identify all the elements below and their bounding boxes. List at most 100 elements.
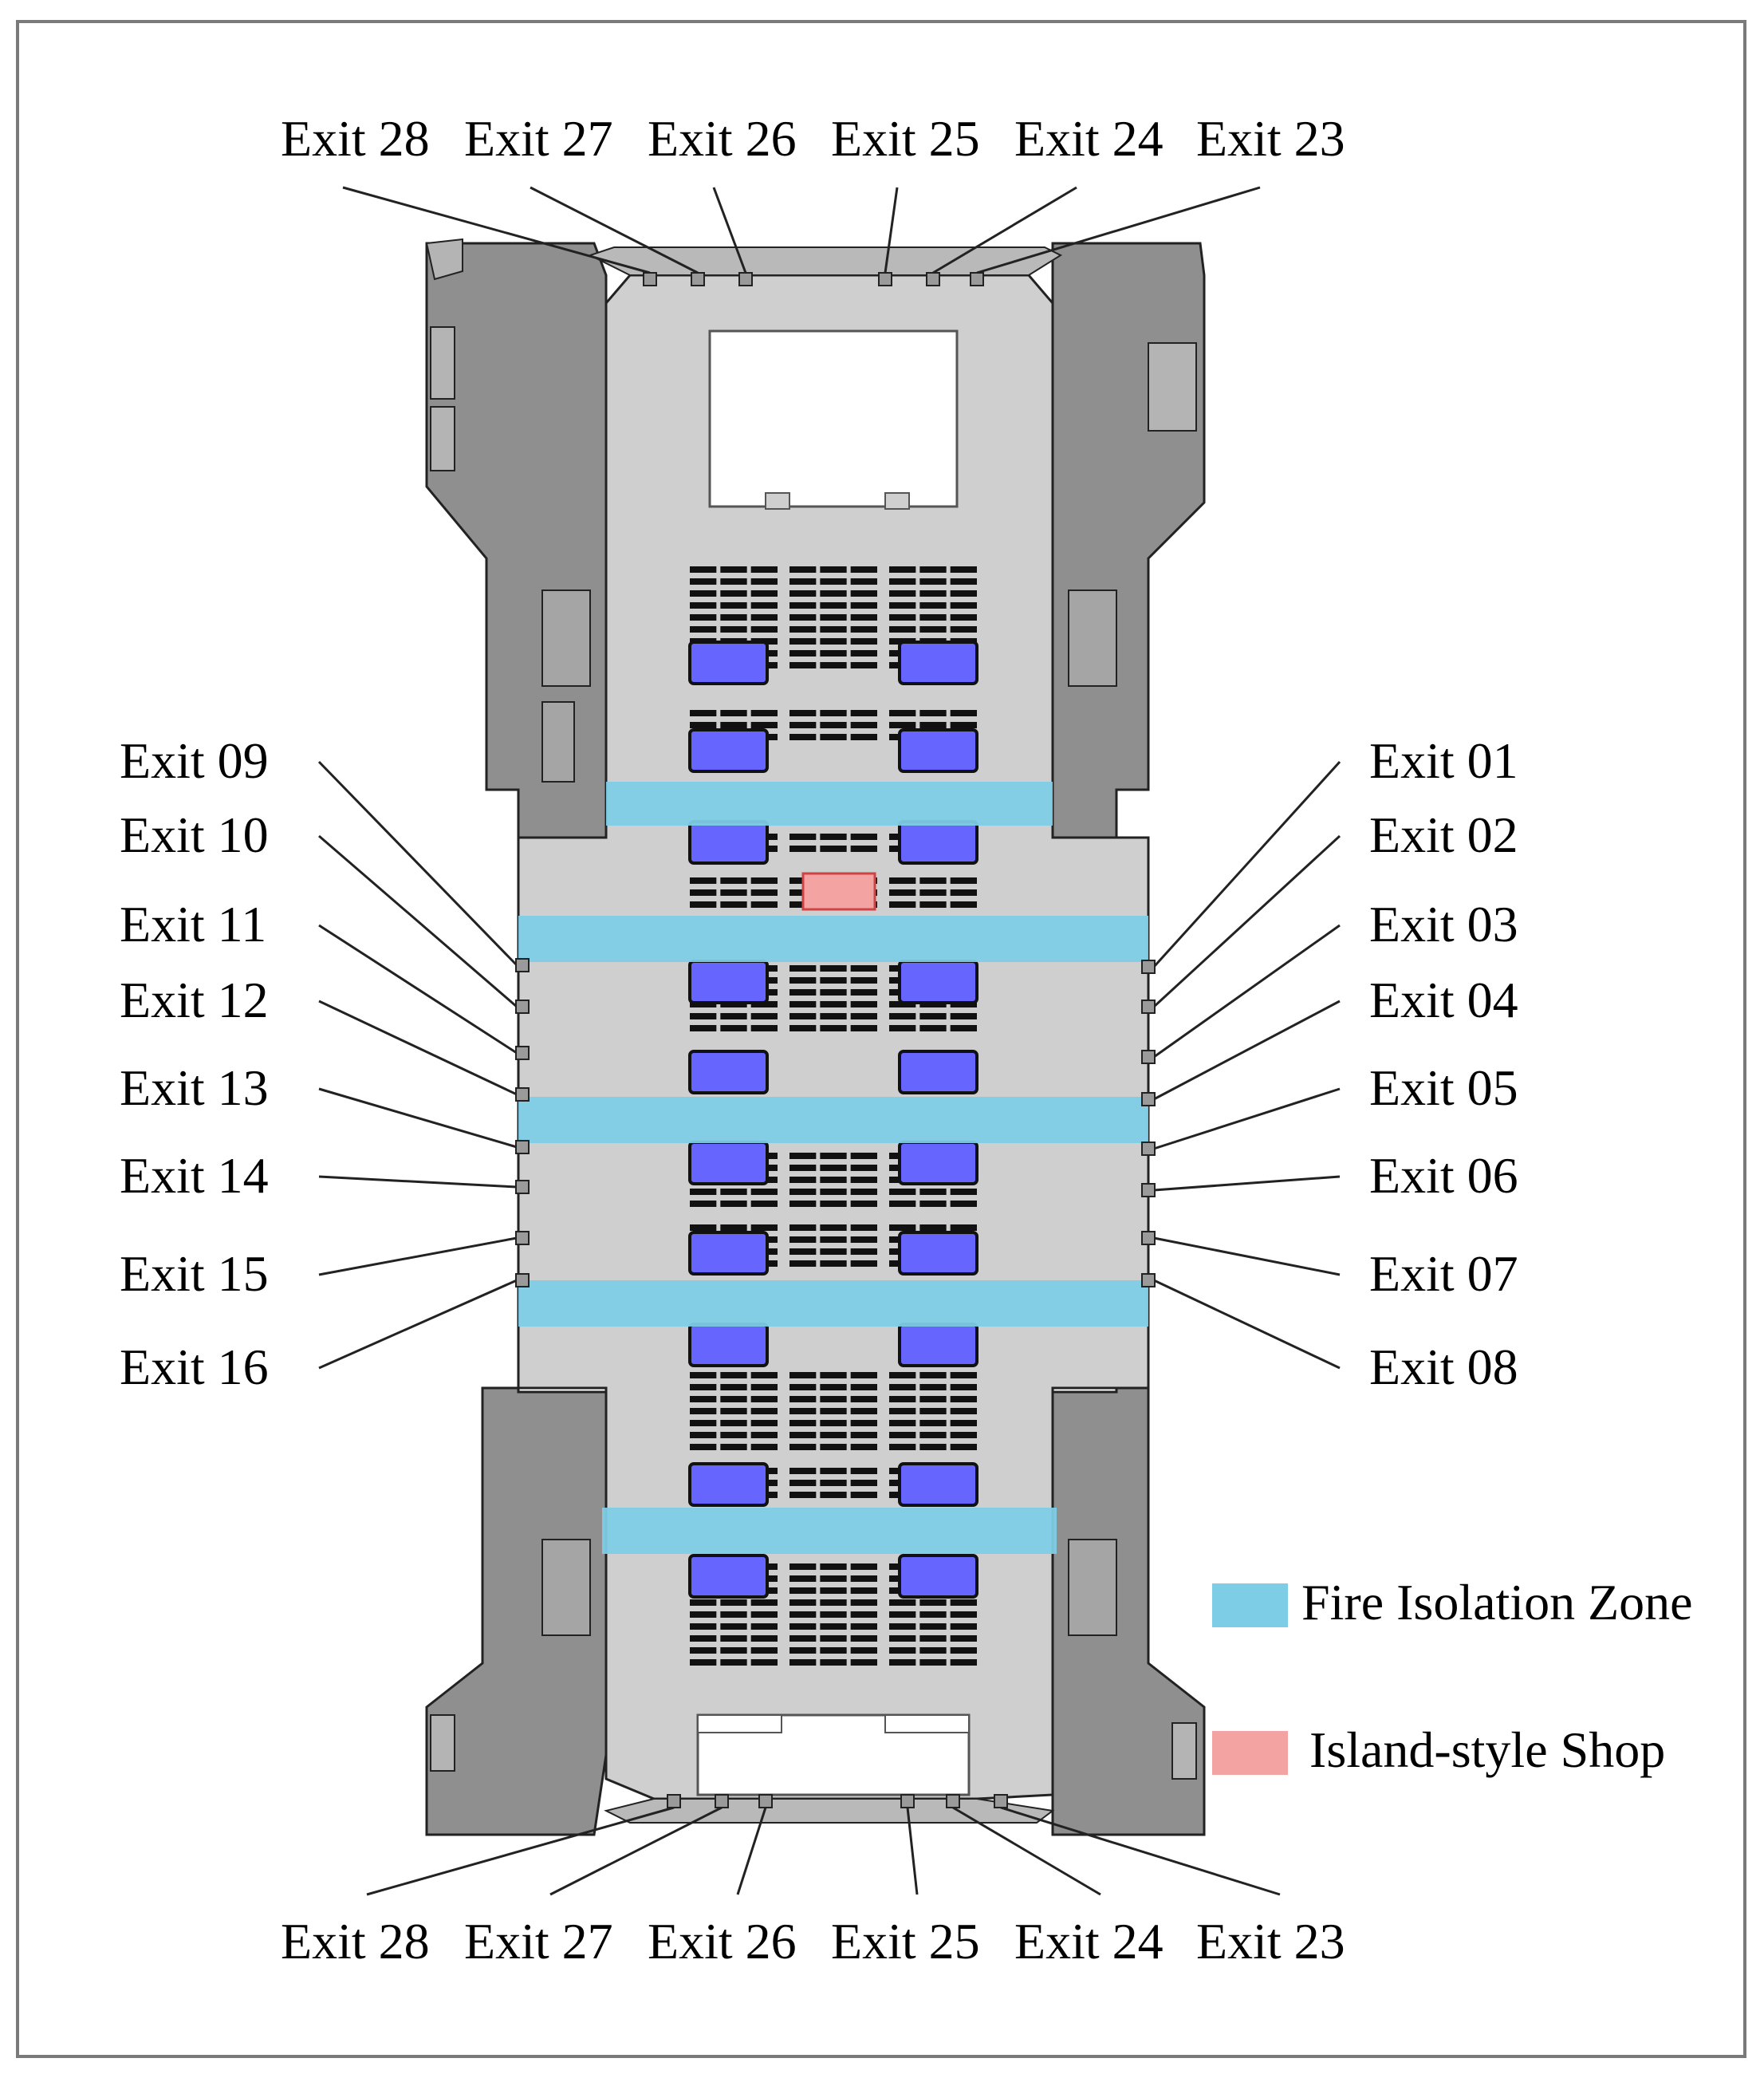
seat-bar: [820, 1153, 847, 1159]
leader-line: [318, 1175, 518, 1189]
seat-bar: [950, 1384, 977, 1390]
booth: [898, 1554, 978, 1599]
exit-label-10: Exit 10: [120, 806, 269, 863]
seat-bar: [889, 566, 916, 573]
seat-bar: [850, 1623, 877, 1630]
top-apron: [588, 246, 1063, 276]
leader-line: [1153, 1236, 1341, 1276]
seat-bar: [690, 722, 717, 728]
leader-line: [1153, 1087, 1341, 1150]
seat-bar: [950, 590, 977, 597]
seat-bar: [820, 590, 847, 597]
top-exit-labels: Exit 28 Exit 27 Exit 26 Exit 25 Exit 24 …: [281, 110, 1345, 167]
seat-bar: [789, 1623, 817, 1630]
seat-bar: [820, 638, 847, 645]
seat-bar: [789, 1647, 817, 1654]
seat-bar: [850, 638, 877, 645]
seat-bar: [690, 1201, 717, 1207]
exit-label-05: Exit 05: [1369, 1059, 1518, 1116]
right-exit-labels: Exit 01 Exit 02 Exit 03 Exit 04 Exit 05 …: [1369, 732, 1518, 1395]
exit-marker: [515, 1140, 530, 1154]
seat-bar: [820, 1492, 847, 1498]
seat-bar: [789, 1177, 817, 1183]
seat-bar: [919, 566, 947, 573]
exit-label-09: Exit 09: [120, 732, 269, 789]
seat-bar: [750, 1001, 778, 1007]
seat-bar: [889, 1611, 916, 1618]
seat-bar: [950, 602, 977, 609]
seat-bar: [850, 1236, 877, 1243]
seat-bar: [919, 1396, 947, 1402]
seat-bar: [850, 846, 877, 852]
seat-bar: [720, 1444, 747, 1450]
exit-label-top-23: Exit 23: [1196, 110, 1345, 167]
seat-bar: [750, 590, 778, 597]
seat-bar: [850, 1248, 877, 1255]
exit-label-bottom-25: Exit 25: [831, 1913, 980, 1970]
seat-bar: [789, 1384, 817, 1390]
seat-bar: [950, 1659, 977, 1666]
seat-bar: [919, 1201, 947, 1207]
seat-bar: [919, 1224, 947, 1231]
seat-bar: [789, 1396, 817, 1402]
seat-bar: [789, 1013, 817, 1019]
seat-bar: [789, 722, 817, 728]
seat-bar: [789, 1025, 817, 1031]
seat-bar: [919, 1372, 947, 1378]
seat-bar: [919, 1384, 947, 1390]
seat-bar: [789, 1480, 817, 1486]
seat-bar: [789, 1224, 817, 1231]
seat-bar: [720, 1025, 747, 1031]
seat-bar: [820, 1013, 847, 1019]
seat-bar: [820, 626, 847, 633]
seat-bar: [820, 1224, 847, 1231]
seat-bar: [850, 1165, 877, 1171]
fire-zone-5: [602, 1508, 1057, 1554]
seat-bar: [919, 626, 947, 633]
seat-bar: [950, 566, 977, 573]
seat-bar: [950, 1420, 977, 1426]
seat-bar: [690, 1372, 717, 1378]
seat-bar: [690, 1599, 717, 1606]
seat-bar: [889, 602, 916, 609]
seat-bar: [789, 578, 817, 585]
fire-zone-3: [518, 1097, 1148, 1143]
seat-bar: [820, 602, 847, 609]
booth: [688, 820, 769, 865]
seat-bar: [889, 1420, 916, 1426]
seat-bar: [789, 650, 817, 657]
seat-bar: [720, 1599, 747, 1606]
seat-bar: [820, 977, 847, 984]
seat-bar: [850, 1575, 877, 1582]
seat-bar: [789, 1372, 817, 1378]
seat-bar: [820, 1248, 847, 1255]
seat-bar: [690, 1384, 717, 1390]
booth: [898, 1141, 978, 1185]
exit-marker: [715, 1794, 729, 1808]
seat-bar: [750, 566, 778, 573]
island-style-shop: [801, 872, 876, 911]
upper-void: [708, 329, 959, 508]
seat-bar: [789, 1189, 817, 1195]
exit-marker: [994, 1794, 1008, 1808]
booth: [898, 960, 978, 1004]
seat-bar: [850, 1563, 877, 1570]
seat-bar: [850, 1408, 877, 1414]
booth: [688, 1462, 769, 1507]
seat-bar: [720, 590, 747, 597]
exit-label-top-25: Exit 25: [831, 110, 980, 167]
seat-bar: [720, 1372, 747, 1378]
booth: [688, 1141, 769, 1185]
seat-bar: [850, 1647, 877, 1654]
seat-bar: [919, 1408, 947, 1414]
seat-bar: [720, 614, 747, 621]
seat-bar: [789, 1575, 817, 1582]
exit-marker: [900, 1794, 915, 1808]
seat-bar: [789, 1563, 817, 1570]
seat-bar: [950, 1623, 977, 1630]
seat-bar: [820, 1260, 847, 1267]
seat-bar: [690, 626, 717, 633]
seat-bar: [720, 1420, 747, 1426]
seat-bar: [720, 1635, 747, 1642]
